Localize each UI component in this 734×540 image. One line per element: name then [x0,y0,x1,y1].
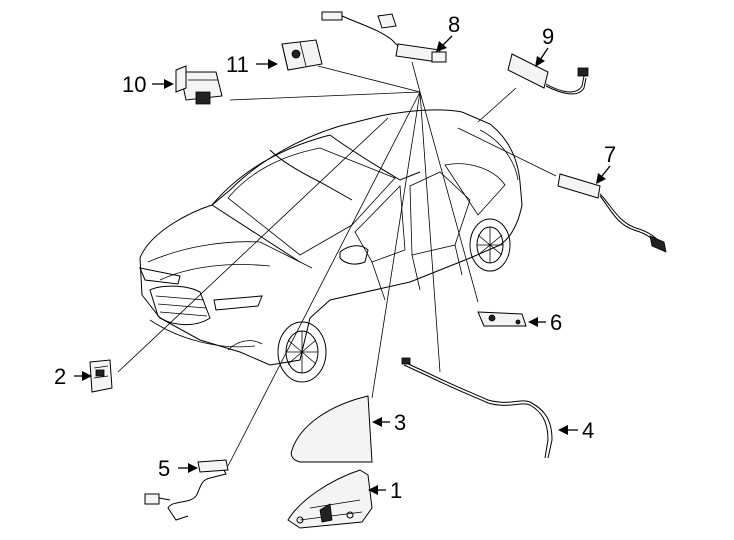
cable-4-part[interactable] [401,357,553,459]
callout-5-label: 5 [158,456,170,481]
antenna-base-part[interactable] [287,469,373,529]
callout-1: 1 [368,478,402,503]
callout-3: 3 [372,410,406,435]
callout-6-label: 6 [550,310,562,335]
callout-4-label: 4 [582,418,594,443]
harness-5-part[interactable] [144,459,229,521]
callout-11-label: 11 [226,52,249,77]
module-2-part[interactable] [89,359,113,393]
vehicle-illustration [139,109,523,383]
callout-5: 5 [158,456,198,481]
callout-8-label: 8 [448,12,460,37]
callout-9: 9 [535,24,554,67]
leader-lines [117,61,557,467]
callout-2-label: 2 [54,364,66,389]
callout-7: 7 [596,142,616,184]
callout-10: 10 [122,72,174,97]
module-11-part[interactable] [281,39,323,71]
cable-9-part[interactable] [507,53,589,95]
callout-6: 6 [528,310,562,335]
cable-7-part[interactable] [557,173,667,253]
callout-8: 8 [436,12,460,52]
module-10-part[interactable] [175,65,223,105]
antenna-cover-part[interactable] [290,395,373,463]
callout-11: 11 [226,52,278,77]
module-6-part[interactable] [477,311,527,327]
callout-10-label: 10 [122,72,146,97]
callout-7-label: 7 [604,142,616,167]
callout-2: 2 [54,364,92,389]
callout-3-label: 3 [394,410,406,435]
cable-8-part[interactable] [321,11,447,63]
callout-4: 4 [558,418,594,443]
callout-9-label: 9 [542,24,554,49]
callout-1-label: 1 [390,478,402,503]
